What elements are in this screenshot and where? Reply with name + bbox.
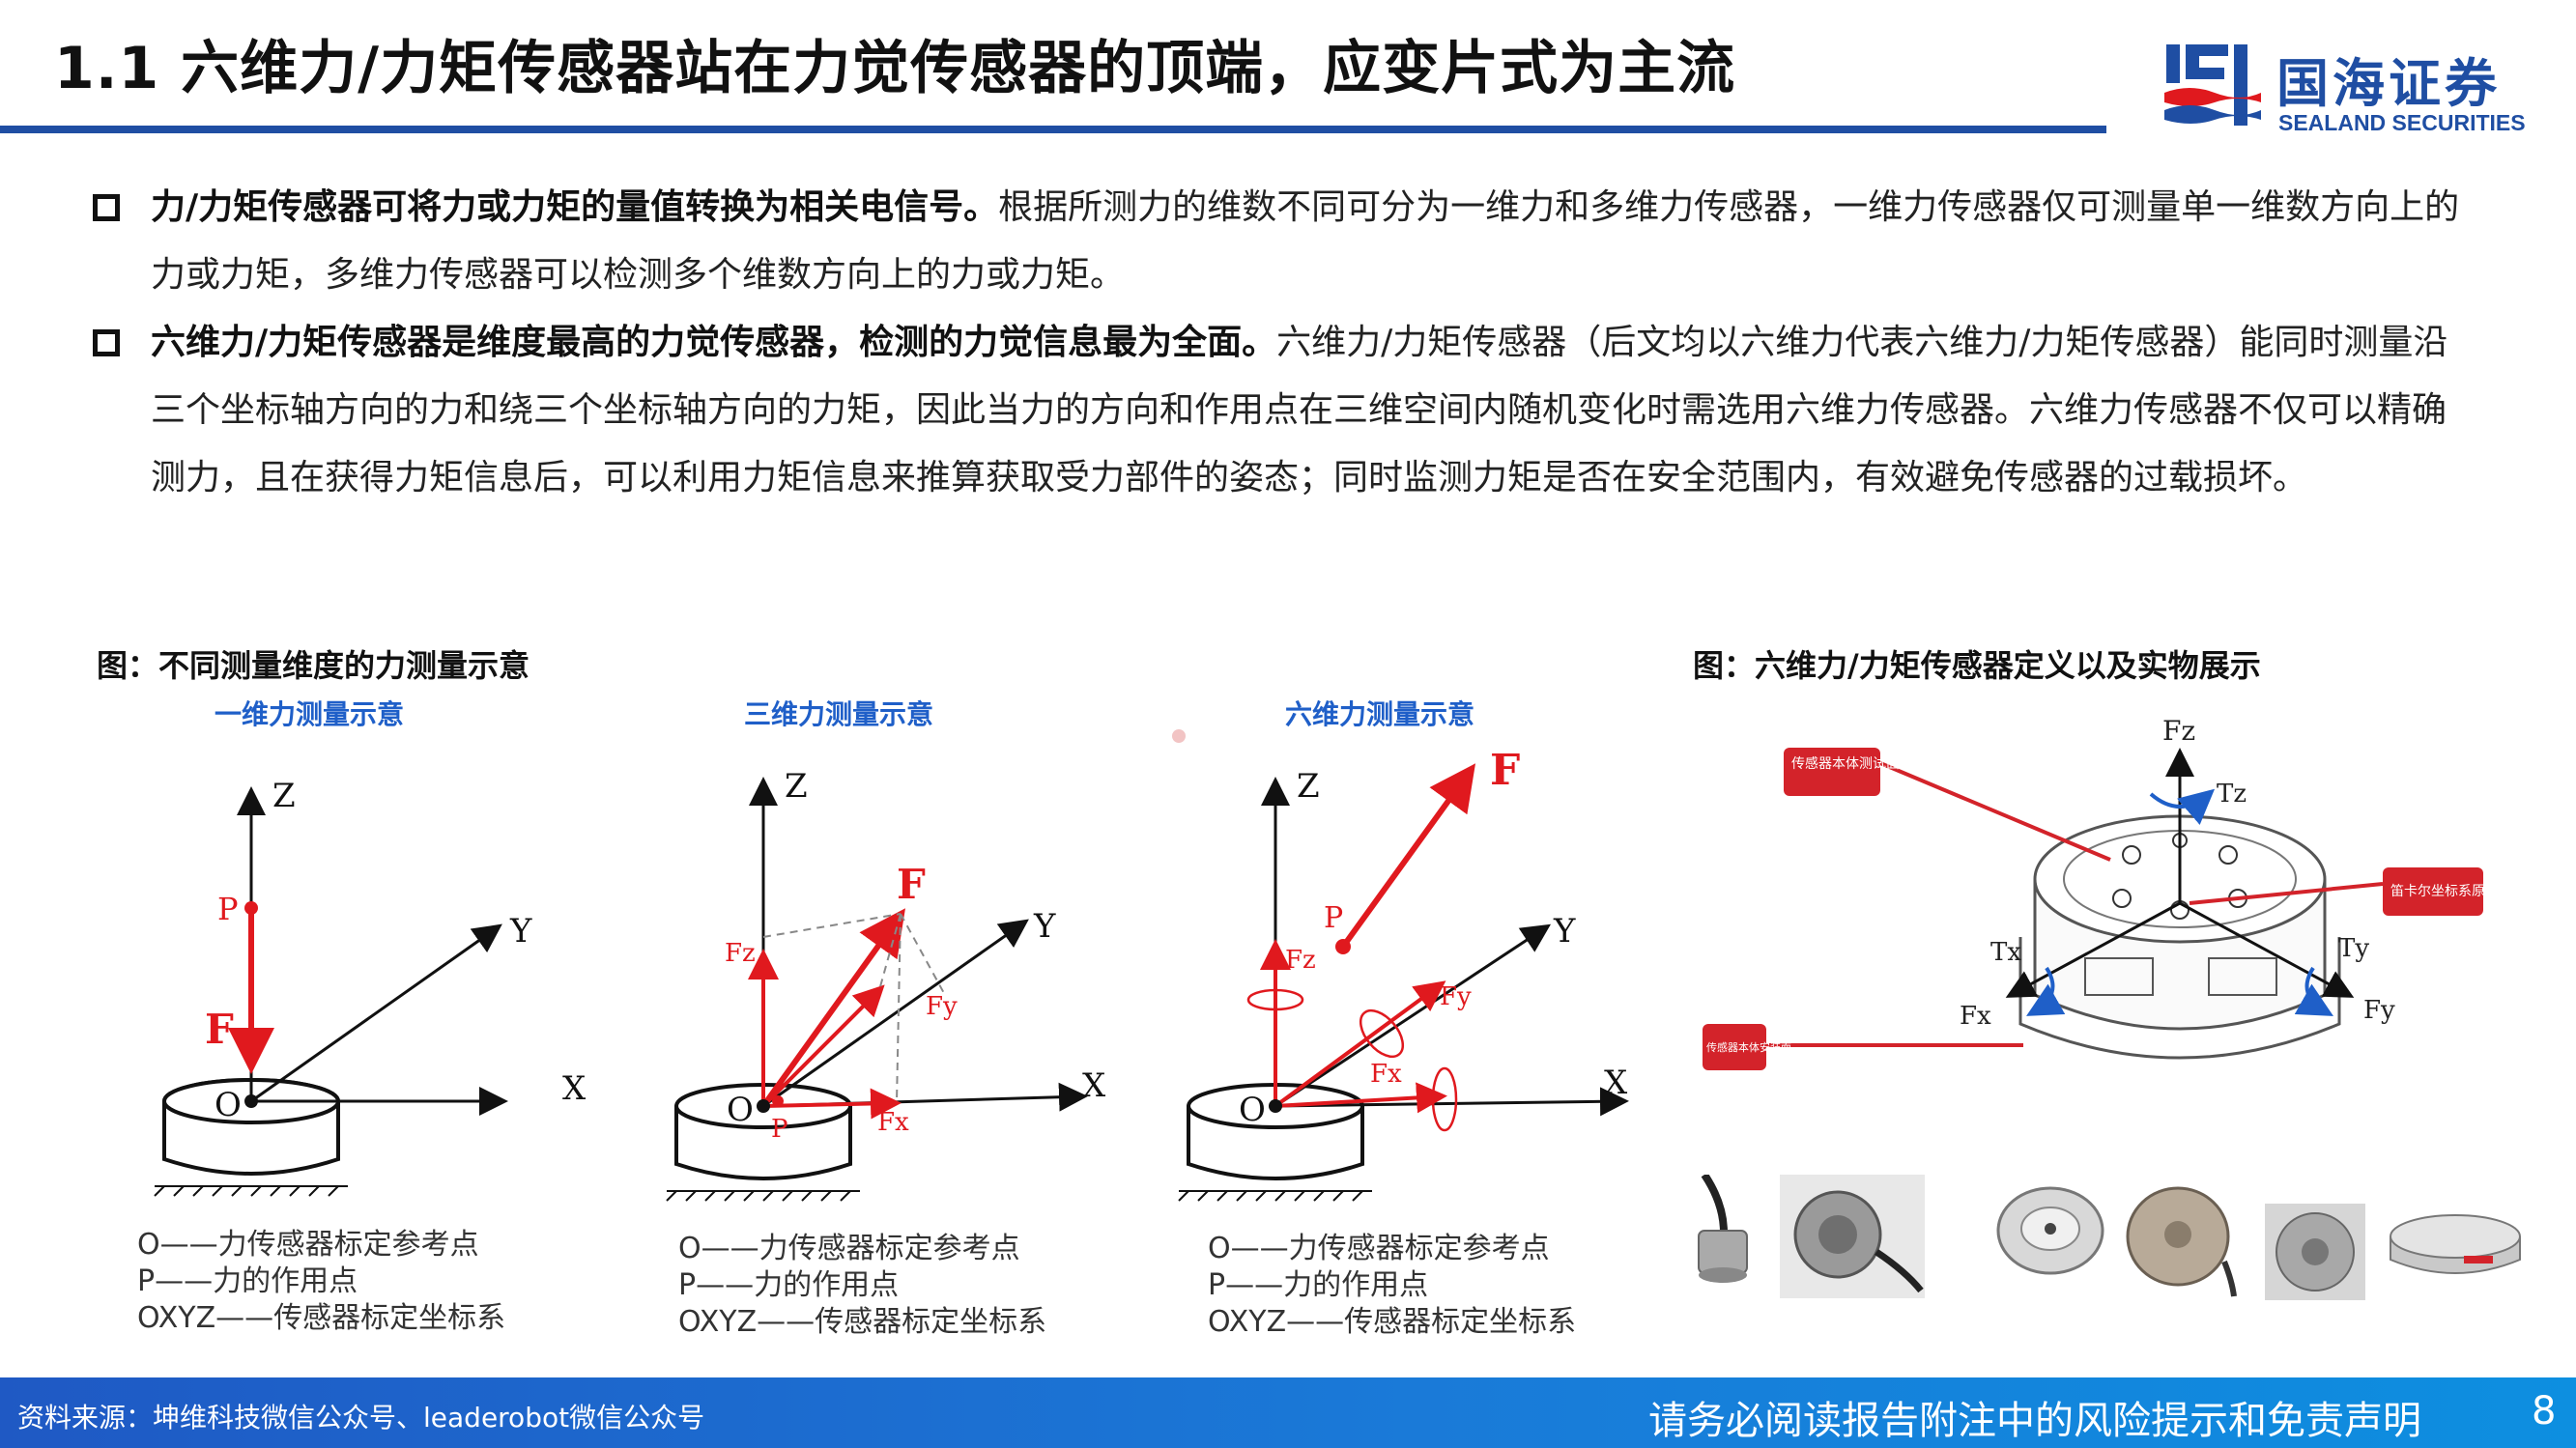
- diagram-6d-force: Z Y X O P F Fz Fy Fx: [1172, 729, 1629, 1202]
- fx-label: Fx: [1960, 1002, 1991, 1031]
- force-fy-label: Fy: [926, 992, 958, 1021]
- axis-z-label: Z: [1297, 767, 1320, 806]
- fz-label: Fz: [2162, 715, 2195, 747]
- sensor-photo-5: [2265, 1204, 2365, 1300]
- source-note: 资料来源：坤维科技微信公众号、leaderobot微信公众号: [17, 1402, 705, 1434]
- title-underline: [0, 126, 2106, 133]
- logo-chinese-name: 国海证券: [2276, 53, 2501, 114]
- legend-6d: O——力传感器标定参考点 P——力的作用点 OXYZ——传感器标定坐标系: [1208, 1231, 1576, 1341]
- right-figure-caption: 图：六维力/力矩传感器定义以及实物展示: [1693, 647, 2261, 684]
- axis-x-label: X: [562, 1069, 587, 1108]
- legend-p: P——力的作用点: [678, 1268, 900, 1302]
- footer-bar: 资料来源：坤维科技微信公众号、leaderobot微信公众号 请务必阅读报告附注…: [0, 1377, 2576, 1448]
- axis-x-label: X: [1604, 1064, 1628, 1102]
- legend-p: P——力的作用点: [1208, 1268, 1429, 1302]
- force-fx-label: Fx: [1370, 1060, 1402, 1089]
- bullet-item-2: 六维力/力矩传感器是维度最高的力觉传感器，检测的力觉信息最为全面。六维力/力矩传…: [93, 309, 2479, 512]
- bullet-item-1: 力/力矩传感器可将力或力矩的量值转换为相关电信号。根据所测力的维数不同可分为一维…: [93, 174, 2479, 309]
- origin-label: O: [1239, 1091, 1266, 1129]
- legend-1d: O——力传感器标定参考点 P——力的作用点 OXYZ——传感器标定坐标系: [137, 1227, 505, 1337]
- axis-x-label: X: [1082, 1066, 1106, 1105]
- bullet-2-text: 六维力/力矩传感器（后文均以六维力代表六维力/力矩传感器）能同时测量沿三个坐标轴…: [151, 323, 2448, 497]
- legend-oxyz: OXYZ——传感器标定坐标系: [137, 1301, 506, 1335]
- force-fy-label: Fy: [1440, 982, 1472, 1011]
- ty-label: Ty: [2338, 934, 2369, 963]
- sensor-photo-1: [1698, 1175, 1748, 1283]
- legend-o: O——力传感器标定参考点: [678, 1232, 1020, 1265]
- point-p-label: P: [217, 891, 239, 927]
- axis-z-label: Z: [785, 767, 808, 806]
- bullet-1-text: 根据所测力的维数不同可分为一维力和多维力传感器，一维力传感器仅可测量单一维数方向…: [151, 187, 2460, 295]
- legend-oxyz: OXYZ——传感器标定坐标系: [1208, 1305, 1577, 1339]
- sensor-photo-6: [2390, 1214, 2521, 1274]
- bullet-2-bold: 六维力/力矩传感器是维度最高的力觉传感器，检测的力觉信息最为全面。: [151, 323, 1277, 362]
- point-p-label: P: [1324, 901, 1343, 935]
- legend-p: P——力的作用点: [137, 1264, 358, 1298]
- legend-o: O——力传感器标定参考点: [137, 1228, 479, 1262]
- axis-z-label: Z: [272, 777, 296, 815]
- page-number: 8: [2532, 1389, 2557, 1434]
- sensor-photo-2: [1780, 1175, 1925, 1298]
- origin-label: O: [215, 1086, 242, 1124]
- legend-3d: O——力传感器标定参考点 P——力的作用点 OXYZ——传感器标定坐标系: [678, 1231, 1046, 1341]
- force-f-label: F: [1490, 746, 1520, 795]
- callout-mount-face: 传感器本体安装面: [1706, 1040, 1791, 1054]
- bullet-square-icon: [93, 329, 120, 356]
- diagram-3d-force: Z Y X O P F Fz Fy Fx: [666, 767, 1106, 1202]
- page-title: 1.1 六维力/力矩传感器站在力觉传感器的顶端，应变片式为主流: [54, 35, 1736, 102]
- sensor-photo-strip: [1685, 1175, 2526, 1300]
- tz-label: Tz: [2217, 780, 2247, 809]
- disclaimer-note: 请务必阅读报告附注中的风险提示和免责声明: [1648, 1399, 2421, 1443]
- sealand-logo-icon: [2164, 44, 2261, 126]
- panel-1d-title: 一维力测量示意: [215, 698, 405, 730]
- bullet-1-bold: 力/力矩传感器可将力或力矩的量值转换为相关电信号。: [151, 187, 999, 227]
- axis-y-label: Y: [1553, 912, 1576, 951]
- force-fx-label: Fx: [877, 1108, 909, 1137]
- legend-o: O——力传感器标定参考点: [1208, 1232, 1550, 1265]
- left-figure-caption: 图：不同测量维度的力测量示意: [97, 647, 530, 684]
- bullet-list: 力/力矩传感器可将力或力矩的量值转换为相关电信号。根据所测力的维数不同可分为一维…: [93, 174, 2479, 512]
- legend-oxyz: OXYZ——传感器标定坐标系: [678, 1305, 1047, 1339]
- callout-origin: 笛卡尔坐标系原点: [2390, 884, 2499, 899]
- force-f-label: F: [205, 1006, 234, 1053]
- logo-english-name: SEALAND SECURITIES: [2278, 110, 2526, 135]
- callout-test-face: 传感器本体测试面: [1791, 755, 1900, 772]
- brand-logo: 国海证券 SEALAND SECURITIES: [2161, 39, 2547, 143]
- tx-label: Tx: [1990, 938, 2021, 967]
- six-axis-sensor-drawing: Fz Tz Tx Fx Ty Fy 传感器本体测试面 笛卡尔坐标系原点 传感器本…: [1703, 715, 2499, 1070]
- sensor-photo-3: [1996, 1186, 2104, 1275]
- axis-y-label: Y: [509, 912, 532, 951]
- force-fz-label: Fz: [725, 939, 756, 968]
- bullet-square-icon: [93, 194, 120, 221]
- axis-y-label: Y: [1033, 907, 1056, 946]
- force-f-label: F: [897, 861, 926, 908]
- sensor-photo-4: [2126, 1186, 2237, 1297]
- panel-3d-title: 三维力测量示意: [744, 698, 934, 730]
- point-p-label: P: [771, 1115, 788, 1144]
- fy-label: Fy: [2363, 996, 2395, 1025]
- panel-6d-title: 六维力测量示意: [1285, 698, 1475, 730]
- diagram-1d-force: Z Y X O P F: [154, 777, 587, 1197]
- origin-label: O: [727, 1091, 754, 1129]
- force-fz-label: Fz: [1285, 946, 1316, 975]
